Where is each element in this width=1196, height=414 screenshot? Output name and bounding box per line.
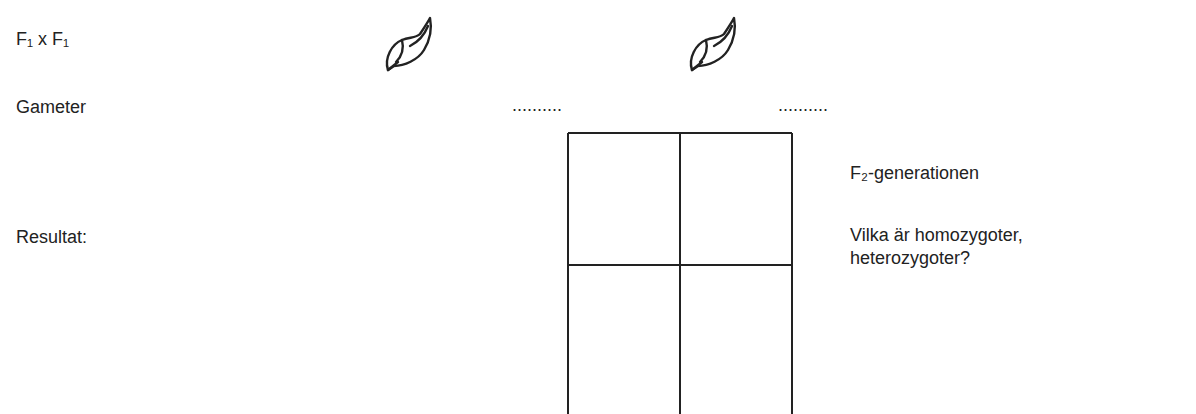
gamete-blank: .......... xyxy=(778,94,828,117)
row-label: Resultat: xyxy=(16,226,87,249)
flower-symbol xyxy=(691,18,735,70)
row-label: Gameter xyxy=(16,96,86,119)
gamete-blank: .......... xyxy=(512,94,562,117)
punnett-square xyxy=(568,133,792,414)
generation-label: F₂-generationen xyxy=(850,162,979,185)
cross-label: F₁ x F₁ xyxy=(16,28,69,51)
question-note: Vilka är homozygoter, heterozygoter? xyxy=(850,224,1080,271)
flower-symbol xyxy=(387,18,431,70)
